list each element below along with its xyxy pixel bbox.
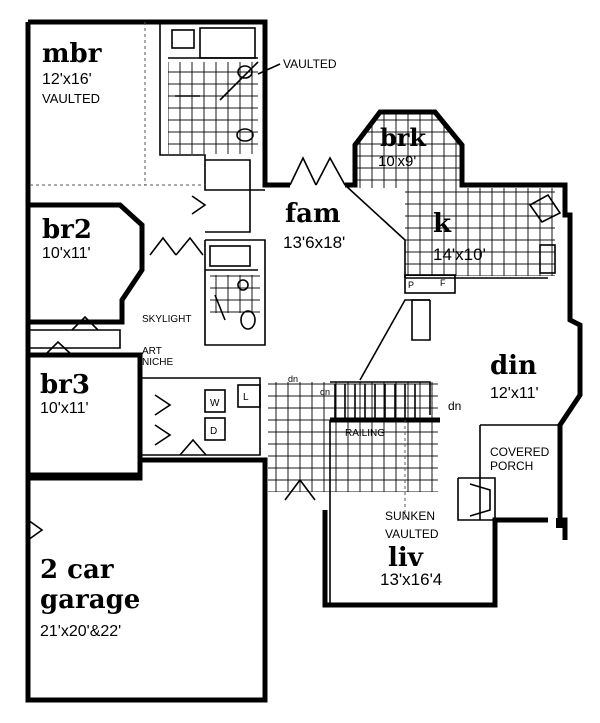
liv-size: 13'x16'4 <box>380 570 442 589</box>
garage-line-1: 2 car <box>40 555 114 585</box>
art-niche-label-2: NICHE <box>142 357 173 368</box>
br3-size: 10'x11' <box>40 400 89 417</box>
liv-note-1: SUNKEN <box>385 509 435 523</box>
dn-label-1: dn <box>288 374 298 384</box>
liv-name: liv <box>388 543 424 573</box>
pantry-label: P <box>408 280 414 290</box>
skylight-label: SKYLIGHT <box>142 314 191 325</box>
tiled-floors <box>168 62 555 492</box>
railing-label: RAILING <box>345 428 385 439</box>
art-niche-label-1: ART <box>142 346 162 357</box>
dn-label-3: dn <box>448 399 461 413</box>
brk-name: brk <box>380 123 427 152</box>
k-size: 14'x10' <box>433 245 486 264</box>
br2-name: br2 <box>42 215 92 245</box>
washer-label: W <box>210 398 220 409</box>
fridge-label: F <box>440 278 446 288</box>
br3-name: br3 <box>40 370 90 400</box>
br2-size: 10'x11' <box>42 245 91 262</box>
fam-name: fam <box>285 199 341 229</box>
vaulted-callout: VAULTED <box>283 57 337 71</box>
k-name: k <box>433 209 452 239</box>
fam-size: 13'6x18' <box>283 233 345 252</box>
din-size: 12'x11' <box>490 385 539 402</box>
covered-porch-label-2: PORCH <box>490 459 533 473</box>
mbr-size: 12'x16' <box>42 71 92 88</box>
door-swings <box>27 156 346 541</box>
dryer-label: D <box>210 426 217 437</box>
stair-treads <box>334 384 416 418</box>
fixtures <box>171 29 562 330</box>
garage-size: 21'x20'&22' <box>40 623 121 640</box>
garage-line-2: garage <box>40 585 140 615</box>
vaulted-callout-line <box>257 63 281 75</box>
interior-walls <box>28 22 560 605</box>
porch-post <box>556 518 564 528</box>
dn-label-2: dn <box>320 387 330 397</box>
brk-size: 10'x9' <box>378 153 416 170</box>
liv-note-2: VAULTED <box>385 527 439 541</box>
linen-label: L <box>243 392 249 403</box>
mbr-name: mbr <box>42 39 102 69</box>
mbr-note: VAULTED <box>42 91 100 106</box>
din-name: din <box>490 351 537 381</box>
covered-porch-label-1: COVERED <box>490 445 550 459</box>
